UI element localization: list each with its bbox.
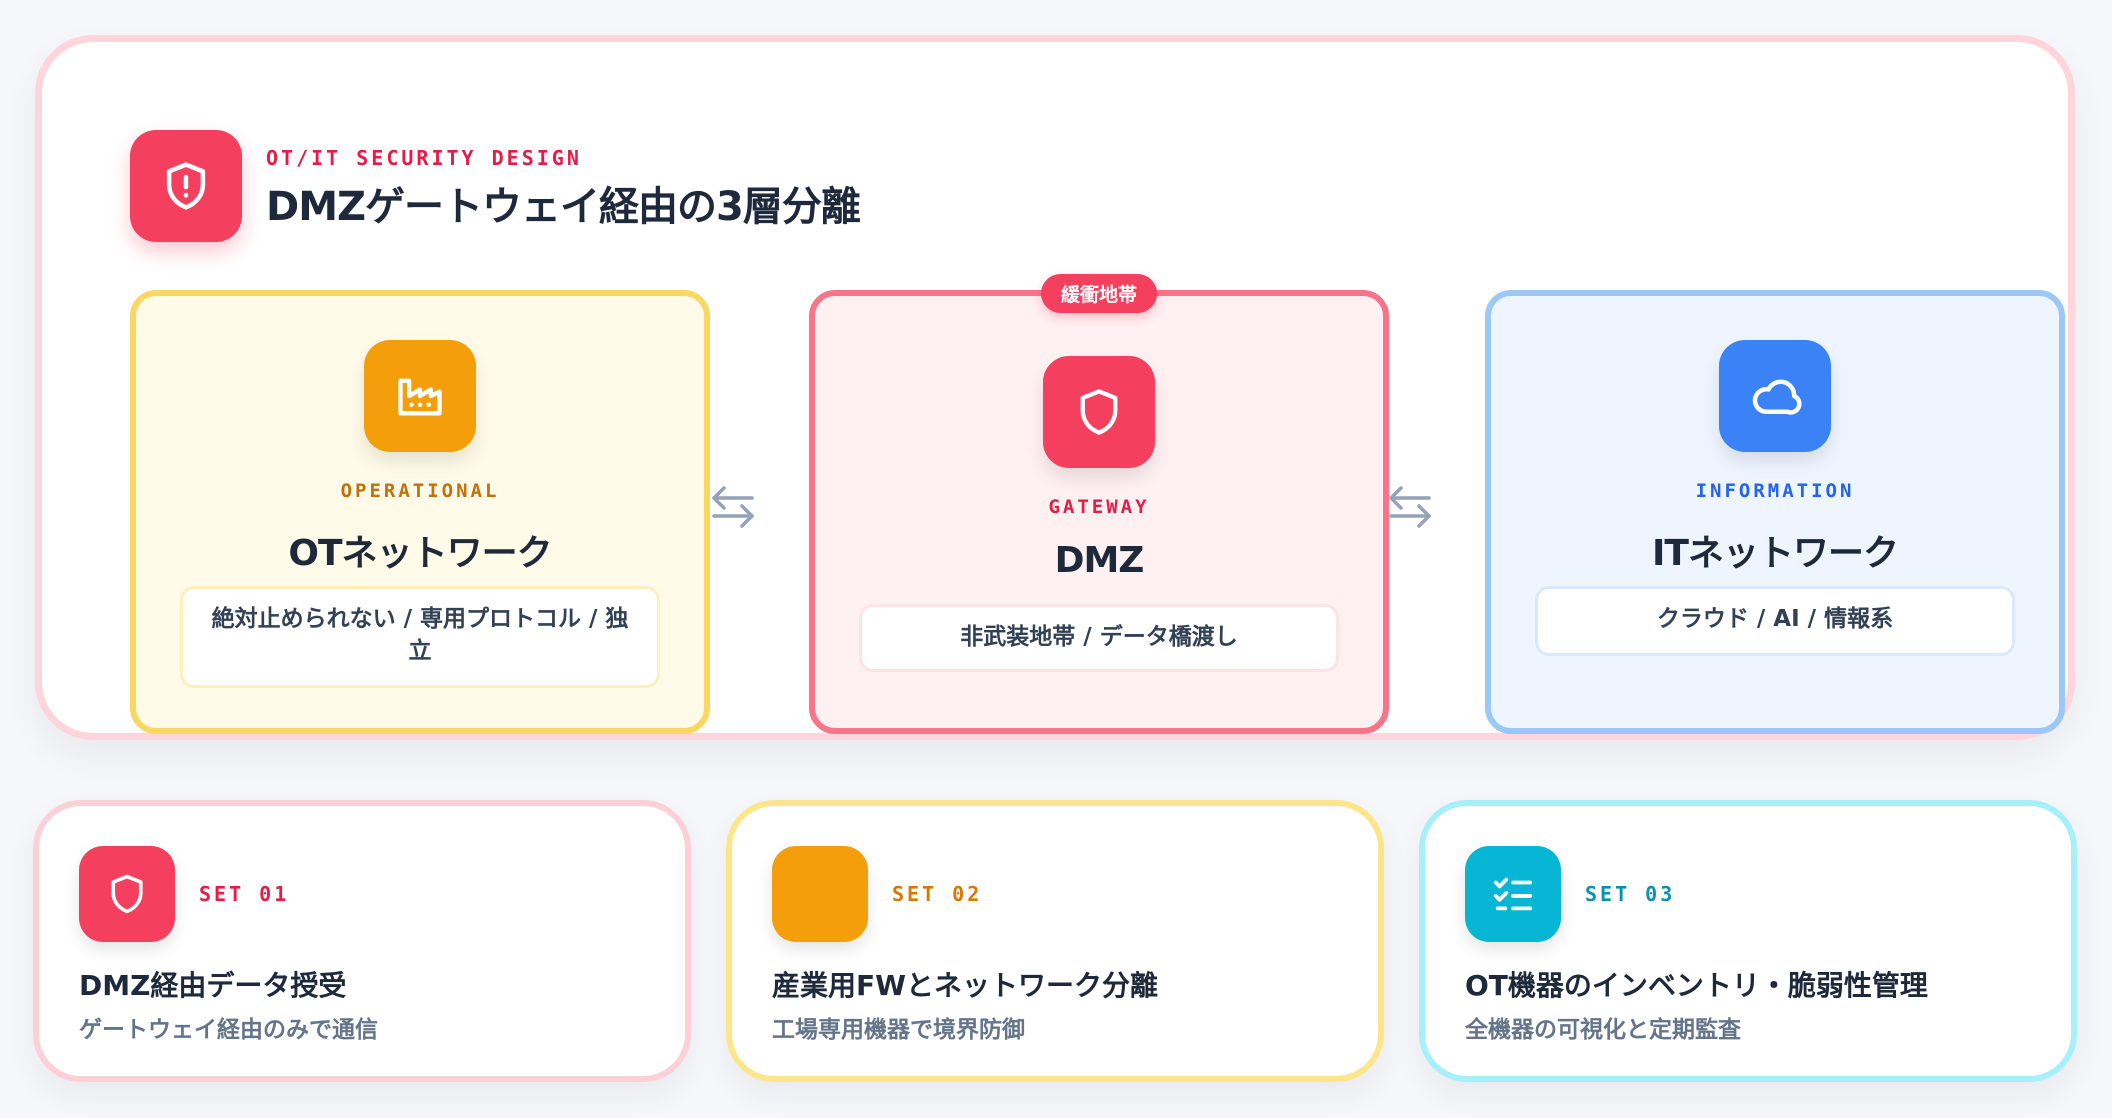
set-kicker: SET 01 xyxy=(199,882,290,906)
architecture-panel: OT/IT SECURITY DESIGN DMZゲートウェイ経由の3層分離 O… xyxy=(35,35,2075,740)
set-title: DMZ経由データ授受 xyxy=(79,969,347,1002)
dmz-title: DMZ xyxy=(1054,540,1145,581)
set-kicker: SET 02 xyxy=(892,882,983,906)
it-title: ITネットワーク xyxy=(1652,533,1899,574)
header-kicker: OT/IT SECURITY DESIGN xyxy=(266,146,582,170)
factory-icon xyxy=(364,340,476,452)
set-kicker: SET 03 xyxy=(1585,882,1676,906)
dmz-kicker: GATEWAY xyxy=(1048,496,1150,518)
page-title: DMZゲートウェイ経由の3層分離 xyxy=(266,184,861,230)
checklist-icon xyxy=(1465,846,1561,942)
set-title: OT機器のインベントリ・脆弱性管理 xyxy=(1465,969,1928,1002)
blank-icon xyxy=(772,846,868,942)
buffer-zone-badge: 緩衝地帯 xyxy=(1040,274,1158,313)
it-kicker: INFORMATION xyxy=(1695,480,1855,502)
shield-alert-icon xyxy=(130,130,242,242)
dmz-card: 緩衝地帯 GATEWAY DMZ 非武装地帯 / データ橋渡し xyxy=(809,274,1389,734)
set-card-02: SET 02 産業用FWとネットワーク分離 工場専用機器で境界防御 xyxy=(726,800,1384,1082)
dmz-note: 非武装地帯 / データ橋渡し xyxy=(859,604,1339,672)
ot-title: OTネットワーク xyxy=(288,533,552,574)
set-card-01: SET 01 DMZ経由データ授受 ゲートウェイ経由のみで通信 xyxy=(33,800,691,1082)
set-title: 産業用FWとネットワーク分離 xyxy=(772,969,1159,1002)
set-description: 全機器の可視化と定期監査 xyxy=(1465,1017,1741,1043)
bidirectional-arrow-icon xyxy=(1389,486,1431,528)
shield-icon xyxy=(1043,356,1155,468)
it-note: クラウド / AI / 情報系 xyxy=(1535,586,2015,656)
bidirectional-arrow-icon xyxy=(712,486,754,528)
set-card-03: SET 03 OT機器のインベントリ・脆弱性管理 全機器の可視化と定期監査 xyxy=(1419,800,2077,1082)
set-description: ゲートウェイ経由のみで通信 xyxy=(79,1017,378,1043)
ot-kicker: OPERATIONAL xyxy=(340,480,500,502)
it-network-card: INFORMATION ITネットワーク クラウド / AI / 情報系 xyxy=(1485,290,2065,734)
set-description: 工場専用機器で境界防御 xyxy=(772,1017,1025,1043)
ot-note: 絶対止められない / 専用プロトコル / 独立 xyxy=(180,586,660,688)
cloud-icon xyxy=(1719,340,1831,452)
shield-icon xyxy=(79,846,175,942)
ot-network-card: OPERATIONAL OTネットワーク 絶対止められない / 専用プロトコル … xyxy=(130,290,710,734)
